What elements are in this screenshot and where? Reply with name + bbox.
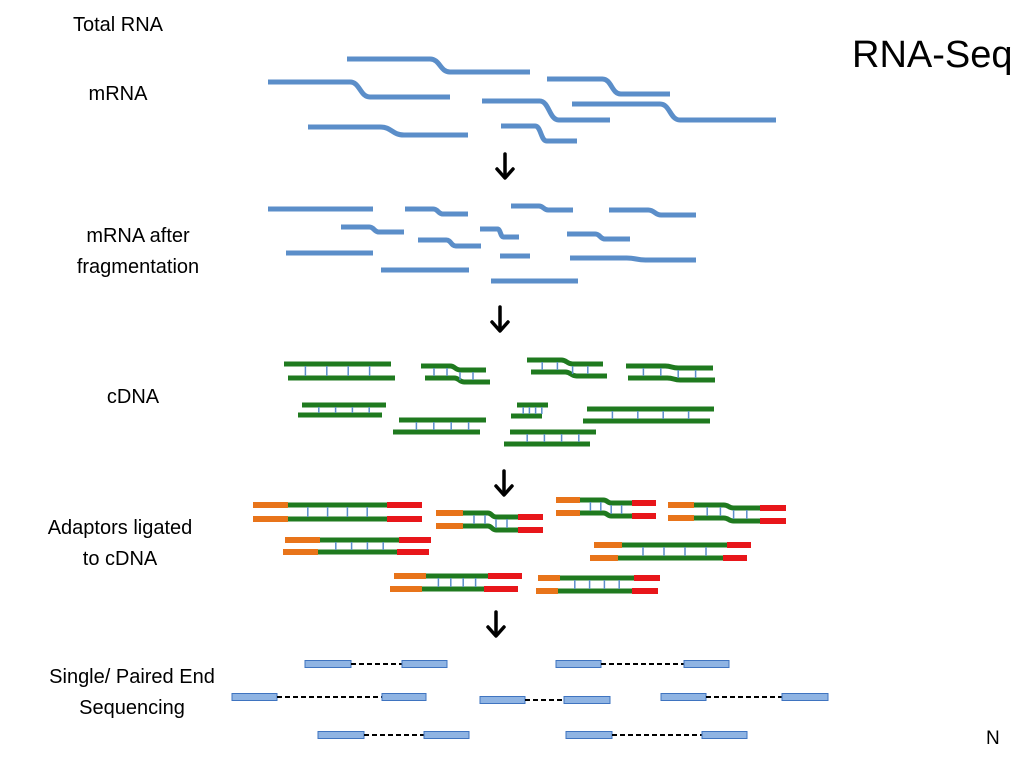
mrna-fragment [511, 203, 573, 213]
down-arrow-head [486, 625, 506, 638]
down-arrow-head [494, 484, 514, 497]
mrna-strand [308, 124, 468, 138]
label-adaptors: Adaptors ligated to cDNA [20, 513, 220, 575]
label-mrna: mRNA [88, 83, 148, 105]
read-2 [701, 731, 748, 739]
mrna-strand [501, 123, 577, 144]
adaptor-right [634, 575, 660, 581]
ligated-duplex-bottom [463, 523, 518, 533]
read-1 [317, 731, 365, 739]
cdna-duplex-top [421, 363, 486, 373]
down-arrow-head [495, 167, 515, 180]
mrna-fragment [567, 231, 630, 242]
down-arrow-head [490, 320, 510, 333]
read-1 [555, 660, 602, 668]
adaptor-left [253, 502, 288, 508]
adaptor-left [590, 555, 618, 561]
mrna-fragment [405, 206, 468, 217]
label-total-rna: Total RNA [72, 14, 164, 36]
adaptor-right [484, 586, 518, 592]
adaptor-right [488, 573, 522, 579]
adaptor-right [632, 513, 656, 519]
cdna-duplex-bottom [628, 375, 715, 383]
read-2 [563, 696, 611, 704]
adaptor-right [518, 514, 543, 520]
read-2 [423, 731, 470, 739]
adaptor-right [399, 537, 431, 543]
cdna-duplex-bottom [425, 375, 490, 385]
mrna-strand [482, 98, 610, 123]
adaptor-left [556, 497, 580, 503]
cdna-duplex-top [626, 363, 713, 371]
cdna-duplexes [284, 357, 715, 447]
label-sequencing-line-1: Single/ Paired End [49, 666, 215, 688]
read-1 [479, 696, 526, 704]
label-adaptors-line-1: Adaptors ligated [47, 517, 193, 539]
adaptor-left [394, 573, 426, 579]
diagram-title: RNA-Seq [852, 34, 1013, 76]
label-fragmentation-line-1: mRNA after [86, 225, 190, 247]
mrna-fragment [418, 237, 481, 249]
corner-mark: N [986, 728, 1000, 749]
read-1 [660, 693, 707, 701]
cdna-duplex-top [527, 357, 603, 367]
adaptor-right [387, 516, 422, 522]
sequencing-reads [231, 660, 829, 739]
read-2 [401, 660, 448, 668]
adaptor-left [436, 510, 463, 516]
read-2 [781, 693, 829, 701]
cdna-duplex-bottom [531, 369, 607, 379]
adaptor-right [760, 518, 786, 524]
adaptor-left [536, 588, 558, 594]
adaptor-right [727, 542, 751, 548]
mrna-fragment [480, 226, 519, 240]
adaptor-left [594, 542, 622, 548]
adaptor-left [285, 537, 320, 543]
read-1 [231, 693, 278, 701]
adaptor-left [253, 516, 288, 522]
mrna-strand [572, 101, 776, 123]
adaptor-left [283, 549, 318, 555]
adaptor-left [556, 510, 580, 516]
label-sequencing-line-2: Sequencing [79, 697, 185, 719]
adaptor-left [668, 502, 694, 508]
mrna-strand [268, 79, 450, 100]
adaptor-right [632, 588, 658, 594]
adaptor-left [538, 575, 560, 581]
label-fragmentation: mRNA after fragmentation [38, 221, 238, 283]
adaptor-right [723, 555, 747, 561]
adaptor-right [518, 527, 543, 533]
mrna-fragment [570, 255, 696, 263]
adaptor-right [397, 549, 429, 555]
ligated-duplex-top [694, 502, 760, 511]
adaptor-right [632, 500, 656, 506]
step-arrows [486, 152, 515, 638]
label-cdna: cDNA [106, 386, 160, 408]
mrna-fragments [268, 203, 696, 284]
read-2 [381, 693, 427, 701]
label-sequencing: Single/ Paired End Sequencing [22, 662, 242, 724]
adaptor-right [387, 502, 422, 508]
adaptor-right [760, 505, 786, 511]
ligated-duplex-bottom [580, 510, 632, 519]
read-1 [304, 660, 352, 668]
mrna-fragment [341, 224, 404, 235]
mrna-strands [268, 56, 776, 144]
adaptor-left [668, 515, 694, 521]
label-fragmentation-line-2: fragmentation [76, 256, 200, 278]
mrna-strand [547, 76, 670, 97]
ligated-duplex-bottom [694, 515, 760, 524]
adaptor-left [390, 586, 422, 592]
mrna-strand [347, 56, 530, 75]
mrna-fragment [609, 207, 696, 218]
read-2 [683, 660, 730, 668]
ligated-duplex-top [580, 497, 632, 506]
label-adaptors-line-2: to cDNA [82, 548, 158, 570]
adaptor-left [436, 523, 463, 529]
ligated-duplex-top [463, 510, 518, 520]
adaptor-ligated-duplexes [253, 497, 786, 594]
read-1 [565, 731, 613, 739]
